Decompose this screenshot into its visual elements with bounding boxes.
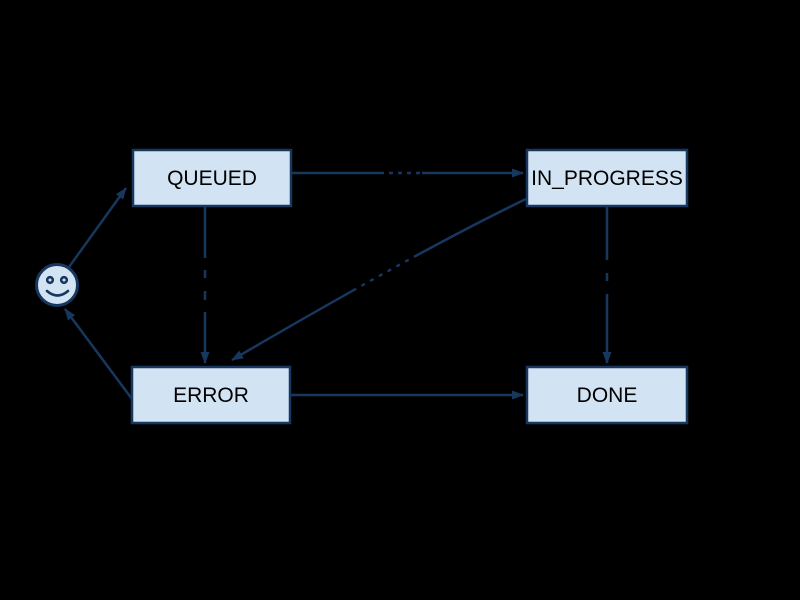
state-node-label: QUEUED bbox=[167, 167, 257, 190]
state-node-label: DONE bbox=[577, 384, 638, 407]
state-node-done: DONE bbox=[525, 365, 689, 425]
state-node-box bbox=[131, 148, 293, 208]
state-node-box bbox=[525, 365, 689, 425]
state-node-error: ERROR bbox=[130, 365, 292, 425]
edge-start-to-queued bbox=[67, 187, 128, 268]
smiley-eye-left bbox=[45, 275, 55, 285]
edge-label-gap bbox=[351, 254, 416, 294]
state-node-label: IN_PROGRESS bbox=[531, 167, 683, 190]
smiley-face-icon bbox=[35, 263, 79, 307]
edge-error-to-start bbox=[63, 308, 134, 400]
state-node-in-progress: IN_PROGRESS bbox=[525, 148, 689, 208]
state-node-queued: QUEUED bbox=[131, 148, 293, 208]
edge-in-progress-to-error bbox=[231, 197, 527, 362]
state-node-label: ERROR bbox=[173, 384, 249, 407]
smiley-eye-right bbox=[59, 275, 69, 285]
occluded-edge-labels bbox=[202, 170, 610, 313]
smiley-head bbox=[35, 263, 79, 307]
state-node-box bbox=[525, 148, 689, 208]
smiley-mouth bbox=[45, 289, 70, 297]
state-node-box bbox=[130, 365, 292, 425]
